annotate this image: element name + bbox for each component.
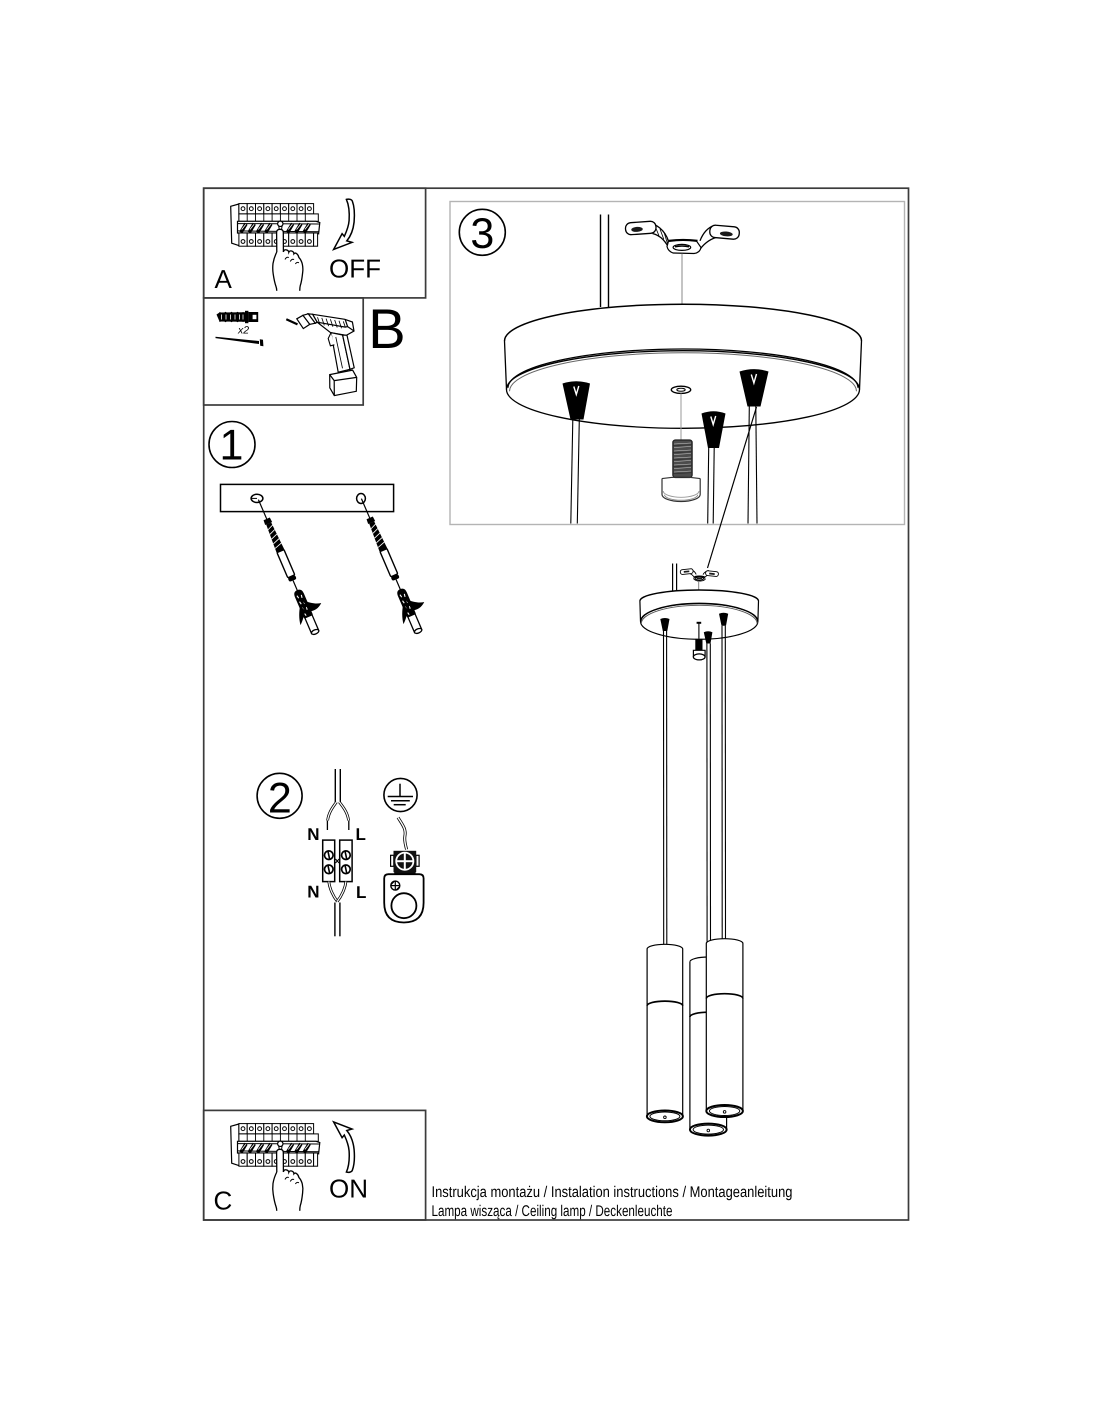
svg-text:Instrukcja montażu / Instalati: Instrukcja montażu / Instalation instruc… bbox=[432, 1184, 793, 1201]
svg-text:B: B bbox=[368, 297, 405, 360]
svg-text:N: N bbox=[307, 825, 319, 844]
svg-text:A: A bbox=[215, 264, 233, 294]
svg-text:1: 1 bbox=[220, 422, 244, 470]
svg-text:C: C bbox=[214, 1186, 233, 1216]
svg-text:L: L bbox=[356, 883, 366, 902]
svg-text:3: 3 bbox=[470, 210, 494, 258]
svg-text:L: L bbox=[356, 825, 366, 844]
svg-text:2: 2 bbox=[268, 775, 292, 823]
svg-text:OFF: OFF bbox=[329, 254, 381, 284]
svg-text:ON: ON bbox=[329, 1174, 368, 1204]
svg-text:N: N bbox=[307, 883, 319, 902]
svg-text:x2: x2 bbox=[237, 325, 249, 337]
svg-text:Lampa wisząca / Ceiling lamp /: Lampa wisząca / Ceiling lamp / Deckenleu… bbox=[432, 1203, 673, 1220]
